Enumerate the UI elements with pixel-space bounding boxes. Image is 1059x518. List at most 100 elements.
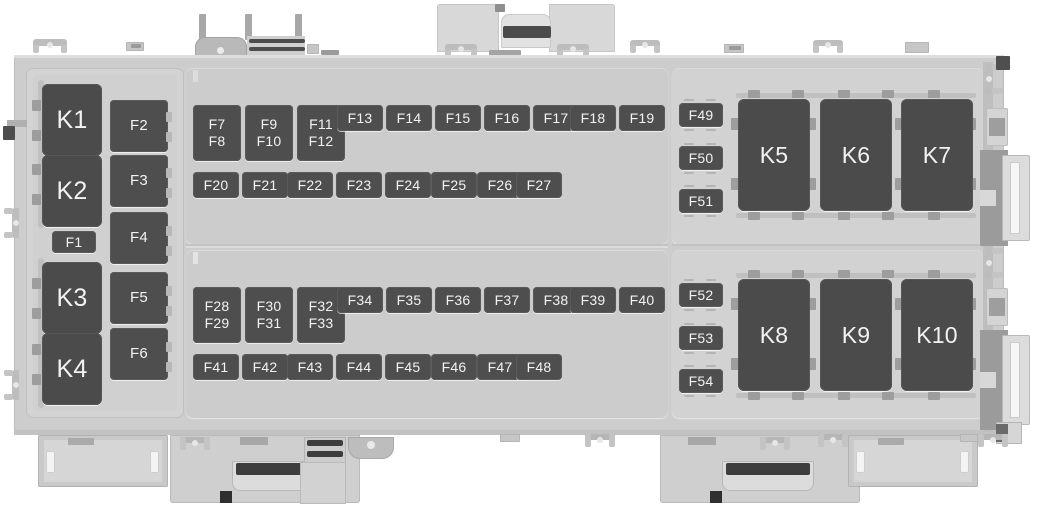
relay-nub: [882, 392, 894, 400]
fuse-f52[interactable]: F52: [679, 283, 723, 307]
fuse-f37[interactable]: F37: [484, 287, 530, 313]
fuse-f21[interactable]: F21: [242, 172, 288, 198]
fuse-f40[interactable]: F40: [619, 287, 665, 313]
relay-k3[interactable]: K3: [42, 262, 102, 334]
right-upper-relay-rail-top: [736, 93, 976, 98]
relay-nub: [32, 374, 41, 385]
fuse-f27[interactable]: F27: [516, 172, 562, 198]
fuse-socket-tick: [706, 215, 716, 217]
right-connector-upper-large: [980, 150, 1030, 246]
fuse-nub: [166, 226, 172, 236]
fuse-f45[interactable]: F45: [385, 354, 431, 380]
fuse-f23[interactable]: F23: [336, 172, 382, 198]
fuse-f47[interactable]: F47: [477, 354, 523, 380]
relay-k7[interactable]: K7: [901, 99, 973, 211]
fuse-f24[interactable]: F24: [385, 172, 431, 198]
fuse-nub: [166, 246, 172, 256]
fuse-socket-tick: [684, 99, 694, 101]
fuse-f25[interactable]: F25: [431, 172, 477, 198]
fuse-f22[interactable]: F22: [287, 172, 333, 198]
bottom-bracket-left: [38, 435, 168, 487]
right-lower-relay-rail-top: [736, 273, 976, 278]
fuse-label-bottom: F8: [208, 133, 226, 149]
relay-k8[interactable]: K8: [738, 279, 810, 391]
fuse-f6[interactable]: F6: [110, 328, 168, 380]
fuse-f44[interactable]: F44: [336, 354, 382, 380]
fuse-socket-tick: [684, 143, 694, 145]
fuse-f42[interactable]: F42: [242, 354, 288, 380]
fuse-nub: [166, 362, 172, 372]
fuse-f51[interactable]: F51: [679, 189, 723, 213]
chassis-tab-a-shadow: [131, 44, 141, 48]
relay-k5[interactable]: K5: [738, 99, 810, 211]
bottom-arch-clip: [348, 437, 394, 463]
fuse-f26[interactable]: F26: [477, 172, 523, 198]
right-upper-relay-rail-bottom: [736, 213, 976, 218]
mount-clip-bottom-b: [818, 434, 848, 448]
fuse-f2[interactable]: F2: [110, 100, 168, 152]
fuse-f1[interactable]: F1: [52, 231, 96, 253]
relay-nub: [32, 100, 41, 111]
relay-nub: [808, 178, 816, 190]
mount-clip-top-left: [33, 39, 67, 53]
bottom-bracket-right: [848, 435, 978, 487]
fuse-socket-tick: [684, 172, 694, 174]
relay-nub: [895, 118, 903, 130]
fuse-f3[interactable]: F3: [110, 155, 168, 207]
fuse-f35[interactable]: F35: [386, 287, 432, 313]
fuse-f5[interactable]: F5: [110, 272, 168, 324]
relay-k9[interactable]: K9: [820, 279, 892, 391]
relay-k1[interactable]: K1: [42, 84, 102, 156]
fuse-label-bottom: F12: [308, 133, 334, 149]
relay-k2[interactable]: K2: [42, 155, 102, 227]
relay-k4[interactable]: K4: [42, 333, 102, 405]
fuse-label-bottom: F10: [256, 133, 282, 149]
fuse-f48[interactable]: F48: [516, 354, 562, 380]
fuse-f16[interactable]: F16: [484, 105, 530, 131]
relay-nub: [32, 194, 41, 205]
fuse-f9-f10[interactable]: F9 F10: [245, 105, 293, 161]
fuse-f20[interactable]: F20: [193, 172, 239, 198]
fuse-f49[interactable]: F49: [679, 103, 723, 127]
fuse-f13[interactable]: F13: [337, 105, 383, 131]
mount-clip-left-lower: [4, 370, 19, 400]
relay-nub: [808, 298, 816, 310]
fuse-f28-f29[interactable]: F28 F29: [193, 287, 241, 343]
fuse-f30-f31[interactable]: F30 F31: [245, 287, 293, 343]
relay-nub: [928, 392, 940, 400]
relay-nub: [748, 90, 760, 98]
fuse-socket-tick: [684, 352, 694, 354]
bottom-plate-right: [660, 435, 860, 503]
fuse-socket-tick: [706, 143, 716, 145]
fuse-f41[interactable]: F41: [193, 354, 239, 380]
fuse-socket-tick: [706, 309, 716, 311]
relay-k6[interactable]: K6: [820, 99, 892, 211]
fuse-f36[interactable]: F36: [435, 287, 481, 313]
fuse-nub: [166, 132, 172, 142]
mount-clip-right-lower: [985, 248, 1003, 278]
right-lower-relay-rail-bottom: [736, 393, 976, 398]
fuse-f54[interactable]: F54: [679, 369, 723, 393]
fuse-f18[interactable]: F18: [570, 105, 616, 131]
fuse-f46[interactable]: F46: [431, 354, 477, 380]
fuse-f34[interactable]: F34: [337, 287, 383, 313]
relay-k10[interactable]: K10: [901, 279, 973, 391]
fuse-f39[interactable]: F39: [570, 287, 616, 313]
relay-nub: [32, 164, 41, 175]
fuse-label-bottom: F31: [256, 315, 282, 331]
right-connector-upper-small: [986, 108, 1008, 146]
fuse-f43[interactable]: F43: [287, 354, 333, 380]
fuse-f14[interactable]: F14: [386, 105, 432, 131]
fuse-f53[interactable]: F53: [679, 326, 723, 350]
relay-nub: [895, 178, 903, 190]
relay-nub: [882, 212, 894, 220]
bottom-connector-bands: [304, 437, 346, 463]
fuse-f4[interactable]: F4: [110, 212, 168, 264]
fuse-f15[interactable]: F15: [435, 105, 481, 131]
fuse-nub: [166, 342, 172, 352]
left-relay-rail-lower: [38, 258, 44, 408]
fuse-f7-f8[interactable]: F7 F8: [193, 105, 241, 161]
fuse-f11-f12[interactable]: F11 F12: [297, 105, 345, 161]
fuse-f19[interactable]: F19: [619, 105, 665, 131]
fuse-f50[interactable]: F50: [679, 146, 723, 170]
